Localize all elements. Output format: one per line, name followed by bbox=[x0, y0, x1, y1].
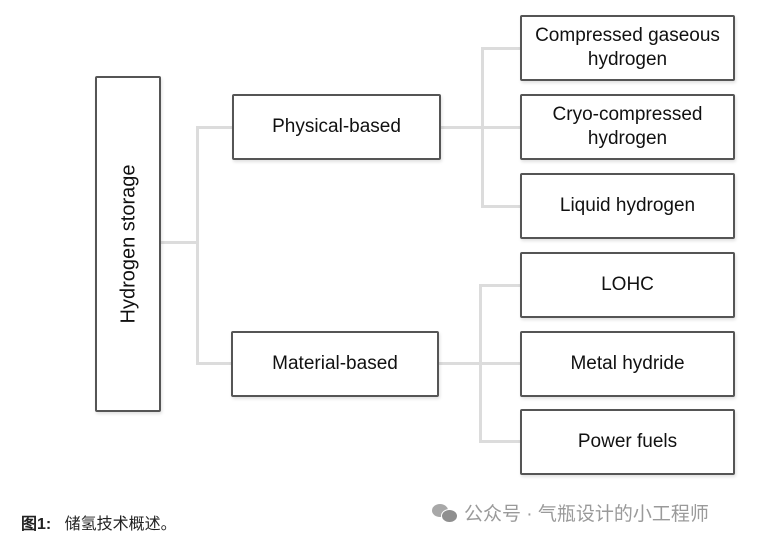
node-lohc: LOHC bbox=[520, 252, 735, 318]
node-label: Physical-based bbox=[272, 116, 401, 137]
connector-to-material bbox=[196, 362, 232, 365]
wechat-icon bbox=[432, 503, 458, 523]
connector-root-trunk bbox=[160, 241, 198, 244]
node-physical-based: Physical-based bbox=[232, 94, 441, 160]
connector-level1-vertical bbox=[196, 126, 199, 364]
node-metal-hydride: Metal hydride bbox=[520, 331, 735, 397]
node-label: Power fuels bbox=[577, 431, 678, 452]
connector-to-compressed bbox=[481, 47, 521, 50]
connector-to-physical bbox=[196, 126, 233, 129]
node-label: LOHC bbox=[601, 274, 654, 295]
node-cryo-compressed-hydrogen: Cryo-compressed hydrogen bbox=[520, 94, 735, 160]
node-liquid-hydrogen: Liquid hydrogen bbox=[520, 173, 735, 239]
node-label: Hydrogen storage bbox=[117, 164, 140, 324]
figure-caption: 图1: 储氢技术概述。 bbox=[21, 510, 177, 534]
node-power-fuels: Power fuels bbox=[520, 409, 735, 475]
node-material-based: Material-based bbox=[231, 331, 439, 397]
connector-to-liquid bbox=[481, 205, 521, 208]
node-label: Cryo-compressed hydrogen bbox=[552, 104, 703, 149]
watermark-text: 公众号 · 气瓶设计的小工程师 bbox=[464, 504, 709, 525]
caption-text: 储氢技术概述。 bbox=[64, 516, 177, 533]
connector-to-power-fuels bbox=[479, 440, 521, 443]
connector-physical-vertical bbox=[481, 47, 484, 208]
connector-material-vertical bbox=[479, 284, 482, 443]
node-label: Compressed gaseous hydrogen bbox=[535, 25, 720, 70]
connector-physical-out bbox=[440, 126, 521, 129]
caption-prefix: 图1: bbox=[21, 516, 52, 533]
connector-to-lohc bbox=[479, 284, 521, 287]
node-hydrogen-storage: Hydrogen storage bbox=[95, 76, 161, 412]
node-label: Liquid hydrogen bbox=[559, 195, 696, 216]
watermark: 公众号 · 气瓶设计的小工程师 bbox=[432, 499, 709, 526]
node-compressed-gaseous-hydrogen: Compressed gaseous hydrogen bbox=[520, 15, 735, 81]
node-label: Material-based bbox=[272, 353, 398, 374]
node-label: Metal hydride bbox=[570, 353, 685, 374]
